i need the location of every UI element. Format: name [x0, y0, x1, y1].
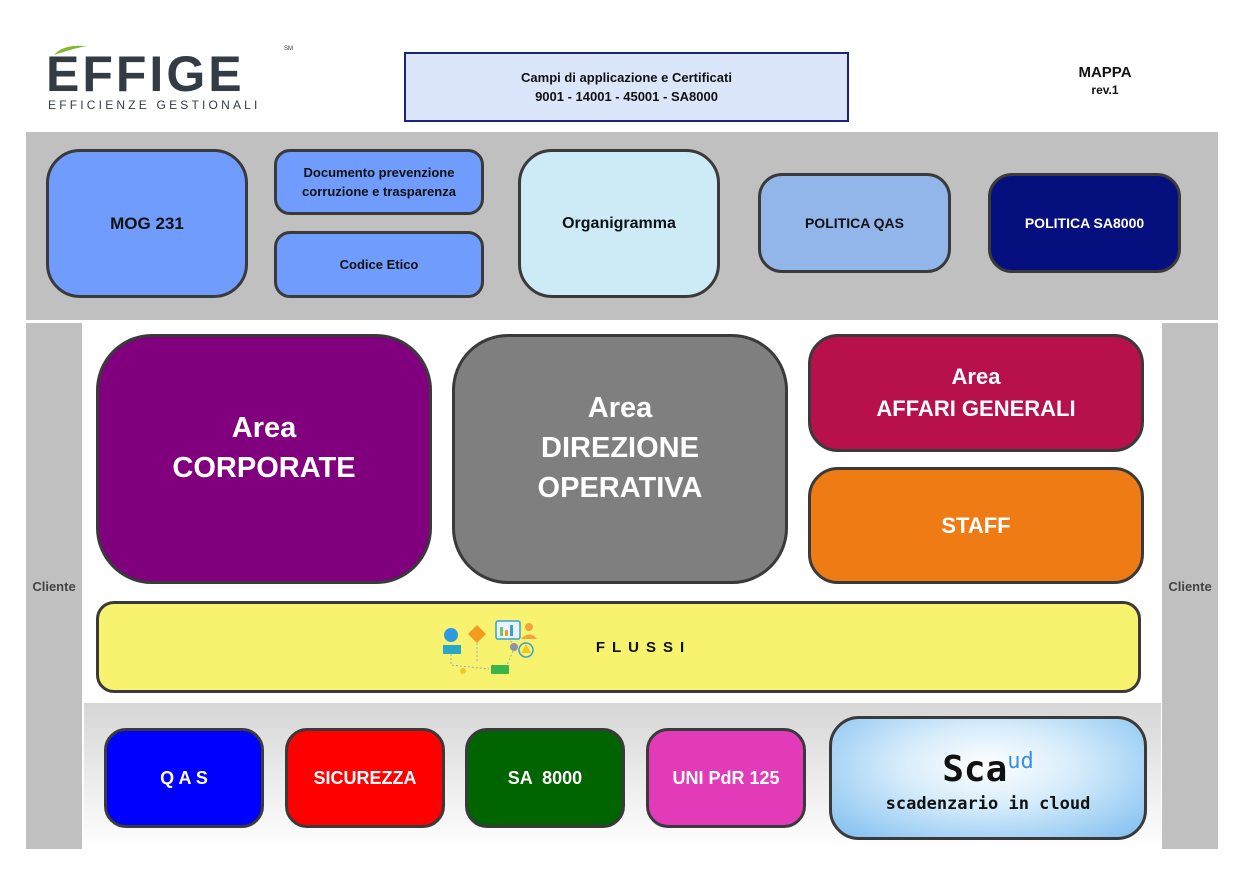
scaud-subtitle: scadenzario in cloud: [885, 794, 1091, 814]
area-direzione-box[interactable]: Area DIREZIONE OPERATIVA: [452, 334, 788, 584]
cliente-right-bar: Cliente: [1162, 323, 1218, 849]
uni-pdr-125-box[interactable]: UNI PdR 125: [646, 728, 806, 828]
logo-text: EFFIGE: [46, 46, 245, 102]
sicurezza-box[interactable]: SICUREZZA: [285, 728, 445, 828]
title-line-1: Campi di applicazione e Certificati: [521, 70, 732, 85]
logo-tagline: EFFICIENZE GESTIONALI: [48, 98, 261, 112]
politica-qas-box[interactable]: POLITICA QAS: [758, 173, 951, 273]
document-name: MAPPA: [1078, 64, 1132, 81]
area-direzione-line-2: DIREZIONE: [541, 432, 699, 464]
document-revision: rev.1: [1091, 83, 1119, 97]
flussi-box[interactable]: FLUSSI: [96, 601, 1141, 693]
area-direzione-line-1: Area: [587, 392, 653, 424]
mog-231-box[interactable]: MOG 231: [46, 149, 248, 298]
politica-sa8000-box[interactable]: POLITICA SA8000: [988, 173, 1181, 273]
sa8000-label: SA 8000: [507, 767, 583, 788]
sicurezza-label: SICUREZZA: [313, 767, 417, 788]
qas-box[interactable]: Q A S: [104, 728, 264, 828]
scaud-box[interactable]: Scaud scadenzario in cloud: [829, 716, 1147, 840]
mog-231-label: MOG 231: [110, 213, 184, 233]
doc-prevenzione-line-2: corruzione e trasparenza: [302, 184, 456, 199]
staff-label: STAFF: [941, 512, 1011, 538]
cliente-left-bar: Cliente: [26, 323, 82, 849]
area-affari-line-2: AFFARI GENERALI: [876, 396, 1076, 421]
title-line-2: 9001 - 14001 - 45001 - SA8000: [535, 89, 718, 104]
doc-prevenzione-box[interactable]: Documento prevenzione corruzione e trasp…: [274, 149, 484, 215]
cliente-right-label: Cliente: [1168, 578, 1212, 594]
area-corporate-box[interactable]: Area CORPORATE: [96, 334, 432, 584]
codice-etico-box[interactable]: Codice Etico: [274, 231, 484, 298]
flussi-label: FLUSSI: [595, 638, 692, 656]
politica-sa8000-label: POLITICA SA8000: [1024, 215, 1145, 231]
workflow-icon: [443, 620, 537, 674]
doc-prevenzione-line-1: Documento prevenzione: [303, 165, 455, 180]
leaf-icon: [54, 45, 87, 55]
area-affari-generali-box[interactable]: Area AFFARI GENERALI: [808, 334, 1144, 452]
uni-pdr-125-label: UNI PdR 125: [672, 767, 780, 788]
scaud-main-text: Sca: [942, 749, 1008, 790]
title-box: Campi di applicazione e Certificati 9001…: [404, 52, 849, 122]
staff-box[interactable]: STAFF: [808, 467, 1144, 584]
logo-trademark: SM: [284, 46, 293, 52]
area-corporate-line-2: CORPORATE: [172, 452, 356, 484]
effige-logo: EFFIGE EFFICIENZE GESTIONALI SM: [46, 44, 293, 116]
organigramma-box[interactable]: Organigramma: [518, 149, 720, 298]
area-corporate-line-1: Area: [231, 412, 297, 444]
area-direzione-line-3: OPERATIVA: [537, 472, 703, 504]
scaud-logo: Scaud: [942, 742, 1034, 790]
sa8000-box[interactable]: SA 8000: [465, 728, 625, 828]
politica-qas-label: POLITICA QAS: [804, 215, 905, 231]
qas-label: Q A S: [160, 767, 208, 788]
codice-etico-label: Codice Etico: [339, 257, 419, 272]
cliente-left-label: Cliente: [32, 578, 76, 594]
area-affari-line-1: Area: [951, 364, 1001, 389]
organigramma-label: Organigramma: [562, 214, 676, 232]
document-label: MAPPA rev.1: [1060, 64, 1150, 97]
scaud-superscript: ud: [1007, 749, 1034, 774]
